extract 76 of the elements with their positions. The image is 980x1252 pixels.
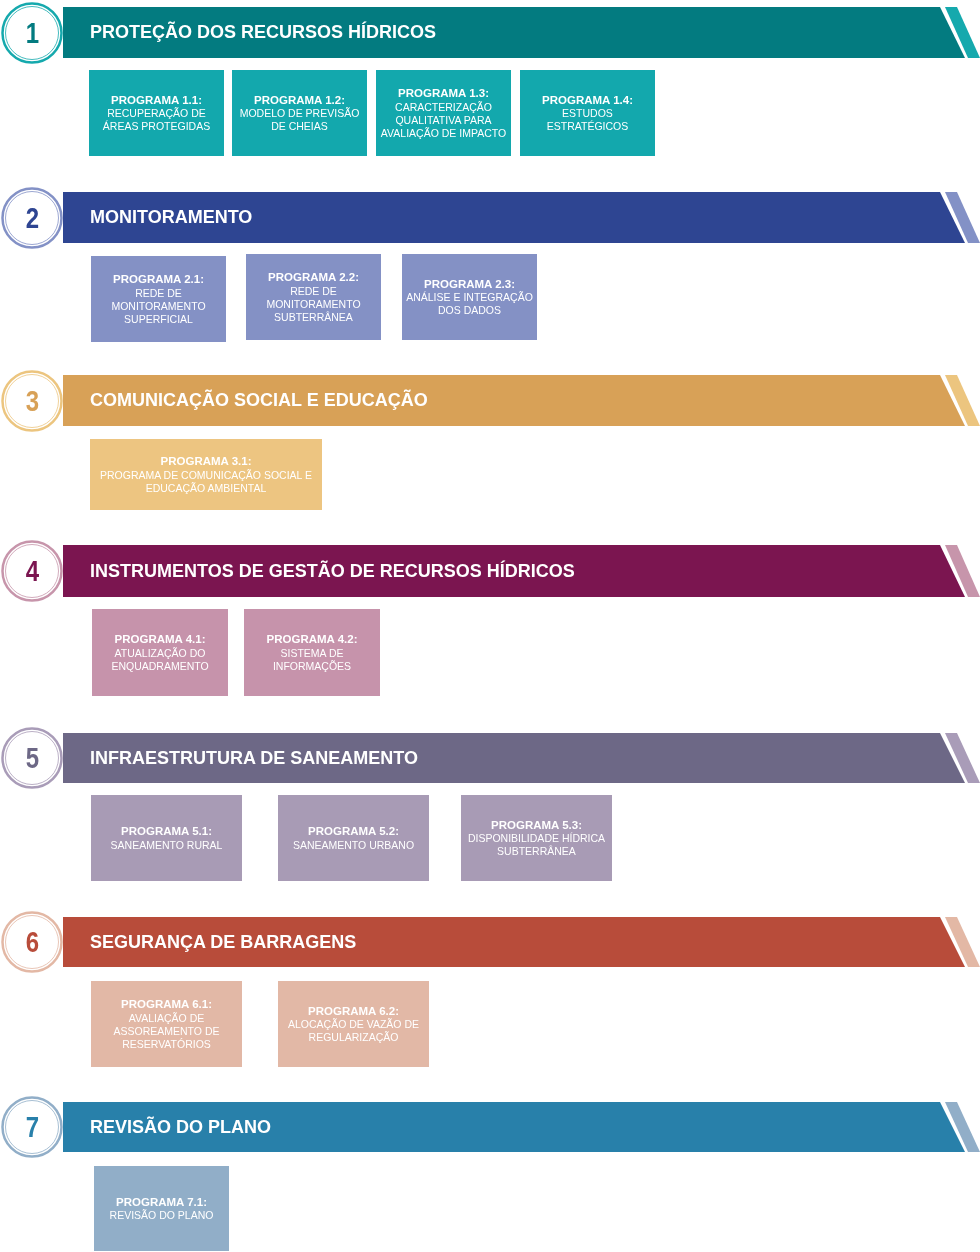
program-title: PROGRAMA DE COMUNICAÇÃO SOCIAL E EDUCAÇÃO AMBIENTAL: [99, 468, 313, 495]
program-box: [94, 1166, 229, 1251]
program-heading: PROGRAMA 2.1:: [113, 272, 204, 287]
program-title: REDE DE MONITORAMENTO SUBTERRÂNEA: [265, 284, 362, 324]
program-title: RECUPERAÇÃO DE ÁREAS PROTEGIDAS: [101, 107, 212, 134]
section-title: COMUNICAÇÃO SOCIAL E EDUCAÇÃO: [90, 390, 428, 411]
program-title: SANEAMENTO RURAL: [110, 838, 223, 852]
section-title: SEGURANÇA DE BARRAGENS: [90, 931, 357, 953]
program-title: DISPONIBILIDADE HÍDRICA SUBTERRÂNEA: [466, 832, 607, 859]
program-heading: PROGRAMA 5.1:: [121, 824, 212, 839]
program-title: ANÁLISE E INTEGRAÇÃO DOS DADOS: [406, 291, 533, 318]
section-number: 6: [25, 927, 39, 957]
section-banner: [63, 1102, 965, 1152]
section-number: 7: [25, 1112, 39, 1142]
program-title: MODELO DE PREVISÃO DE CHEIAS: [238, 107, 361, 134]
program-box: [91, 795, 242, 881]
program-box: [278, 981, 429, 1067]
program-heading: PROGRAMA 4.1:: [114, 632, 206, 647]
program-heading: PROGRAMA 2.2:: [268, 270, 359, 285]
program-box: [278, 795, 429, 881]
program-title: AVALIAÇÃO DE ASSOREAMENTO DE RESERVATÓRIOS: [112, 1011, 221, 1051]
section-number: 2: [25, 202, 39, 233]
section-number: 1: [25, 17, 39, 48]
section-banner: [63, 733, 965, 783]
program-heading: PROGRAMA 1.1:: [111, 92, 202, 107]
number-circle: [1, 911, 63, 973]
section-banner: [63, 192, 965, 243]
program-heading: PROGRAMA 3.1:: [160, 454, 252, 469]
program-heading: PROGRAMA 1.4:: [542, 92, 633, 108]
program-heading: PROGRAMA 6.2:: [308, 1003, 399, 1018]
section-title: INSTRUMENTOS DE GESTÃO DE RECURSOS HÍDRICOS: [90, 560, 575, 582]
section-banner: [63, 7, 965, 58]
program-title: REDE DE MONITORAMENTO SUPERFICIAL: [110, 286, 207, 326]
section-title: REVISÃO DO PLANO: [90, 1116, 272, 1138]
program-box: [376, 70, 511, 156]
section-number: 5: [25, 743, 39, 773]
program-title: ESTUDOS ESTRATÉGICOS: [545, 107, 630, 134]
program-title: SANEAMENTO URBANO: [292, 838, 415, 852]
program-box: [244, 609, 380, 696]
number-circle: [1, 727, 63, 789]
section-title: MONITORAMENTO: [90, 207, 253, 228]
program-heading: PROGRAMA 1.3:: [398, 86, 489, 101]
program-heading: PROGRAMA 1.2:: [254, 92, 345, 107]
section-banner: [63, 545, 965, 597]
section-number: 4: [25, 556, 39, 586]
program-heading: PROGRAMA 5.2:: [308, 824, 399, 839]
number-circle: [1, 369, 63, 432]
program-heading: PROGRAMA 6.1:: [121, 997, 212, 1012]
number-circle: [1, 540, 63, 602]
program-box: [232, 70, 367, 156]
program-title: REVISÃO DO PLANO: [109, 1209, 214, 1223]
program-heading: PROGRAMA 4.2:: [266, 632, 358, 647]
section-banner: [63, 375, 965, 426]
program-title: CARACTERIZAÇÃO QUALITATIVA PARA AVALIAÇÃO DE IMPACTO: [380, 100, 507, 140]
program-title: SISTEMA DE INFORMAÇÕES: [271, 646, 353, 673]
number-circle: [1, 1, 63, 64]
number-circle: [1, 1096, 63, 1158]
number-circle: [1, 186, 63, 249]
program-heading: PROGRAMA 5.3:: [491, 817, 582, 832]
section-title: PROTEÇÃO DOS RECURSOS HÍDRICOS: [90, 22, 437, 43]
program-box: [91, 981, 242, 1067]
program-heading: PROGRAMA 7.1:: [116, 1194, 207, 1209]
program-box: [90, 439, 322, 510]
program-box: [91, 256, 226, 342]
program-box: [520, 70, 655, 156]
program-title: ATUALIZAÇÃO DO ENQUADRAMENTO: [110, 646, 210, 673]
program-box: [246, 254, 381, 340]
section-banner: [63, 917, 965, 967]
program-title: ALOCAÇÃO DE VAZÃO DE REGULARIZAÇÃO: [286, 1018, 421, 1045]
program-box: [402, 254, 537, 340]
program-box: [92, 609, 228, 696]
section-title: INFRAESTRUTURA DE SANEAMENTO: [90, 747, 418, 769]
program-box: [89, 70, 224, 156]
program-heading: PROGRAMA 2.3:: [424, 276, 515, 291]
program-box: [461, 795, 612, 881]
section-number: 3: [25, 385, 39, 416]
